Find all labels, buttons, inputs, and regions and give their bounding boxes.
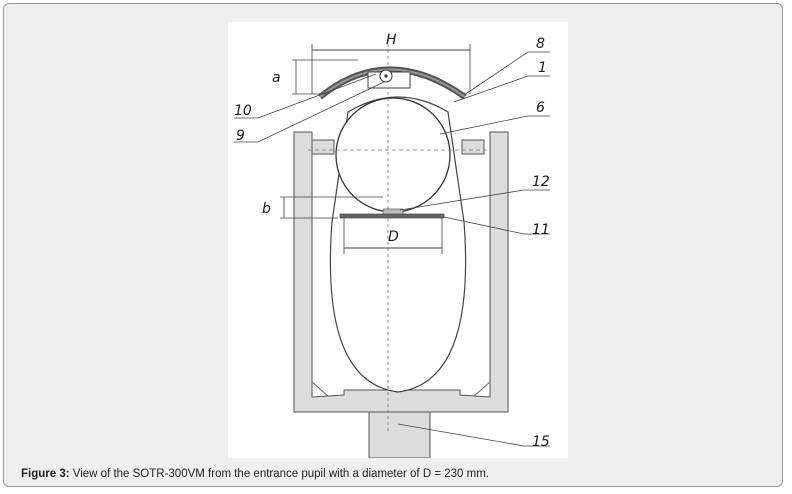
label-8: 8 (536, 36, 545, 52)
caption-text: View of the SOTR-300VM from the entrance… (69, 468, 489, 480)
outer-frame (293, 131, 509, 413)
shaft (368, 411, 431, 458)
plate (339, 213, 445, 219)
inner-chamfer (311, 381, 491, 397)
technical-drawing: H a b D 8 1 6 10 9 12 11 15 (228, 22, 568, 458)
left-bracket (311, 139, 335, 155)
label-11: 11 (532, 222, 550, 238)
label-b: b (262, 201, 271, 217)
pad (382, 208, 404, 215)
figure-card: H a b D 8 1 6 10 9 12 11 15 Figure 3: Vi… (3, 3, 783, 487)
label-D: D (388, 229, 399, 245)
label-12: 12 (532, 174, 550, 190)
caption-label: Figure 3: (21, 468, 70, 480)
label-a: a (272, 70, 281, 86)
figure-caption: Figure 3: View of the SOTR-300VM from th… (21, 468, 489, 480)
label-10: 10 (234, 103, 252, 119)
right-bracket (461, 139, 485, 155)
label-H: H (386, 32, 397, 48)
main-circle (335, 97, 451, 213)
label-9: 9 (236, 128, 245, 144)
label-6: 6 (536, 100, 545, 116)
label-15: 15 (532, 434, 550, 450)
label-1: 1 (538, 60, 547, 76)
